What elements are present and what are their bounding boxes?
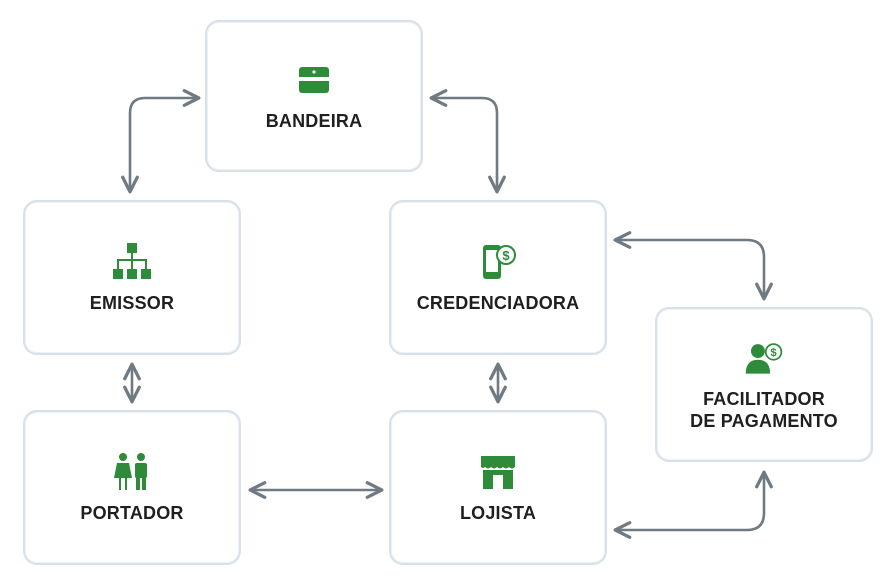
node-label: EMISSOR: [89, 292, 175, 313]
node-label-line2: DE PAGAMENTO: [690, 410, 838, 431]
svg-text:$: $: [770, 347, 777, 359]
node-label: BANDEIRA: [265, 111, 363, 131]
arrow-bandeira-emissor: [121, 89, 201, 194]
node-lojista: LOJISTA: [389, 410, 607, 565]
storefront-icon: [478, 452, 518, 492]
node-label: CREDENCIADORA: [416, 292, 580, 313]
node-bandeira: BANDEIRA: [205, 20, 423, 172]
node-label: LOJISTA: [459, 502, 537, 523]
node-label-line1: FACILITADOR: [703, 388, 825, 409]
arrow-lojista-facilitador: [613, 470, 773, 539]
couple-icon: [112, 452, 152, 492]
node-emissor: EMISSOR: [23, 200, 241, 355]
person-money-icon: $: [744, 338, 784, 378]
node-label: FACILITADOR DE PAGAMENTO: [690, 388, 838, 432]
arrow-credenciadora-facilitador: [613, 231, 773, 301]
node-credenciadora: $ CREDENCIADORA: [389, 200, 607, 355]
card-icon: [294, 60, 334, 100]
arrow-bandeira-credenciadora: [429, 89, 506, 194]
node-facilitador: $ FACILITADOR DE PAGAMENTO: [655, 307, 873, 462]
svg-text:$: $: [502, 248, 510, 263]
node-portador: PORTADOR: [23, 410, 241, 565]
node-label: PORTADOR: [80, 502, 184, 523]
phone-payment-icon: $: [478, 242, 518, 282]
hierarchy-icon: [112, 242, 152, 282]
